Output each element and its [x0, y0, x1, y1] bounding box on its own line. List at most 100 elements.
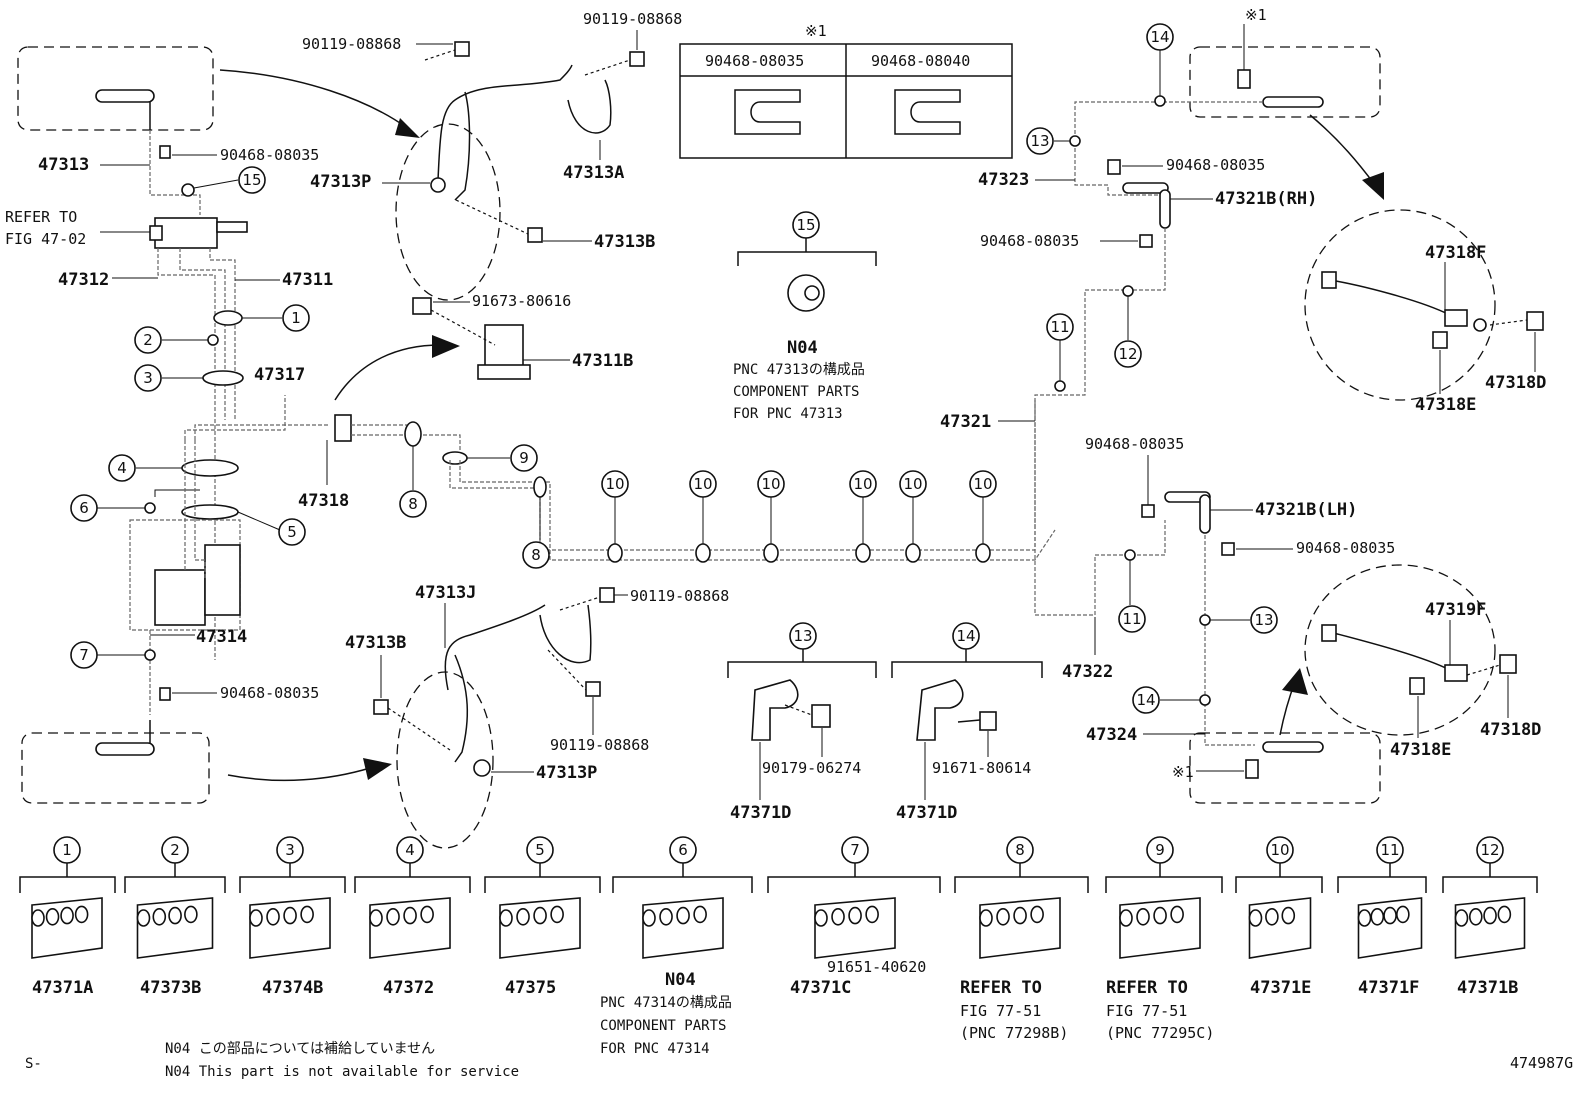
clamp-5-marker [181, 504, 239, 520]
clip-asterisk-right-bottom [1245, 759, 1259, 779]
clamp-slot [979, 909, 993, 927]
grommet-47313P-top [430, 177, 446, 193]
clip-90468-08035-left-top [159, 145, 171, 159]
label-90119-08868-d: 90119-08868 [550, 736, 649, 754]
arrow-47311B [334, 344, 441, 401]
clamp-slot [865, 905, 879, 924]
label-90468-08035-r2: 90468-08035 [980, 232, 1079, 250]
legend-callout-label: 12 [1480, 841, 1499, 859]
callout-11-top-circle [1046, 313, 1074, 341]
clamp-slot [693, 905, 707, 924]
label-90179-06274: 90179-06274 [762, 759, 861, 777]
label-47318D-bottom: 47318D [1480, 720, 1541, 740]
legend-bracket [612, 876, 753, 893]
clamp-slot [1170, 905, 1184, 924]
callout-10-b-circle [689, 470, 717, 498]
label-47318: 47318 [298, 491, 349, 511]
clip-47318E-bottom [1409, 677, 1425, 695]
tube-47322 [1034, 520, 1166, 616]
legend-part-label: 47371A [32, 978, 93, 998]
clamp-10-e [905, 543, 921, 563]
ref8-line3: (PNC 77298B) [960, 1024, 1068, 1042]
bolt-47318D-top [1526, 311, 1544, 331]
dotted-47313B-bottom [387, 707, 451, 751]
label-fig-47-02: FIG 47-02 [5, 230, 86, 248]
brake-hose-47313P-top [437, 64, 573, 181]
tube-47317 [184, 395, 286, 440]
callout-13-right-top-circle [1026, 127, 1054, 155]
asterisk-right-bottom: ※1 [1172, 763, 1194, 781]
bolt-90119-08868-a [454, 41, 470, 57]
legend-bracket [767, 876, 941, 893]
clip-47318E-top [1432, 331, 1448, 349]
label-47321B-LH: 47321B(LH) [1255, 500, 1357, 520]
clip-90468-08035-r4 [1221, 542, 1235, 556]
callout-6-label: 6 [79, 499, 89, 517]
tube-47311-b [209, 248, 236, 420]
clamp-slot [996, 907, 1010, 926]
label-47313P-top: 47313P [310, 172, 371, 192]
legend-part-label: REFER TO [960, 978, 1042, 998]
clip-icon-90468-08040 [894, 89, 961, 135]
hose-47318F-end [1321, 271, 1337, 289]
tube-end-right-bottom [1262, 741, 1324, 753]
clamp-10-a [607, 543, 623, 563]
callout-15-line3: FOR PNC 47313 [733, 406, 843, 422]
callout-10-d-circle [849, 470, 877, 498]
brake-hose-47319F [1329, 631, 1451, 671]
label-91673-80616: 91673-80616 [472, 292, 571, 310]
legend-callout-label: 4 [405, 841, 415, 859]
callout-15-bracket [737, 251, 877, 266]
label-47314: 47314 [196, 627, 247, 647]
legend-bracket [239, 876, 346, 893]
arrow-head-47311B [432, 335, 460, 358]
clamp-2-marker [207, 334, 219, 346]
clamp-slot [676, 906, 690, 925]
clamp-slot [168, 906, 182, 925]
hose-47321B-LH-top [1164, 491, 1211, 503]
callout-14-bracket [891, 661, 1043, 678]
tube-47311 [179, 248, 226, 420]
clamp-slot [642, 909, 656, 927]
callout-14-right-top-circle [1146, 23, 1174, 51]
tube-end-right-top [1262, 96, 1324, 108]
clamp-slot [300, 905, 314, 924]
clamp-slot [516, 907, 530, 926]
n04-line2: COMPONENT PARTS [600, 1018, 726, 1034]
clamp-14-right-top-marker [1154, 95, 1166, 107]
legend-callout-label: 7 [850, 841, 860, 859]
callout-15-label: 15 [242, 171, 261, 189]
clamp-slot [1265, 907, 1279, 926]
legend-bracket [484, 876, 601, 893]
legend-callout-label: 3 [285, 841, 295, 859]
clamp-slot [550, 905, 564, 924]
table-col2-part: 90468-08040 [871, 52, 970, 70]
legend-callout-label: 10 [1270, 841, 1289, 859]
brake-hose-47313J [444, 604, 592, 691]
tube-47312 [157, 248, 216, 660]
callout-10-e-label: 10 [903, 475, 922, 493]
dotted-90179 [784, 704, 813, 716]
label-90468-08035-r3: 90468-08035 [1085, 435, 1184, 453]
hose-47321B-RH-vert [1159, 189, 1171, 229]
callout-7-label: 7 [79, 646, 89, 664]
label-47318D-top: 47318D [1485, 373, 1546, 393]
dotted-47318D-top [1489, 319, 1528, 326]
clip-90468-08035-left-bottom [159, 687, 171, 701]
clip-90468-08035-r2 [1139, 234, 1153, 248]
callout-9-label: 9 [519, 449, 529, 467]
label-47311: 47311 [282, 270, 333, 290]
bolt-91671-80614 [979, 711, 997, 731]
callout-10-e-circle [899, 470, 927, 498]
tube-union-right-b [351, 434, 461, 460]
brake-hose-47313A [567, 79, 612, 134]
legend-callout-label: 1 [62, 841, 72, 859]
footer-note-en: N04 This part is not available for servi… [165, 1064, 519, 1080]
callout-13-right-top-label: 13 [1030, 132, 1049, 150]
bolt-90119-08868-d [585, 681, 601, 697]
legend-bracket [354, 876, 471, 893]
